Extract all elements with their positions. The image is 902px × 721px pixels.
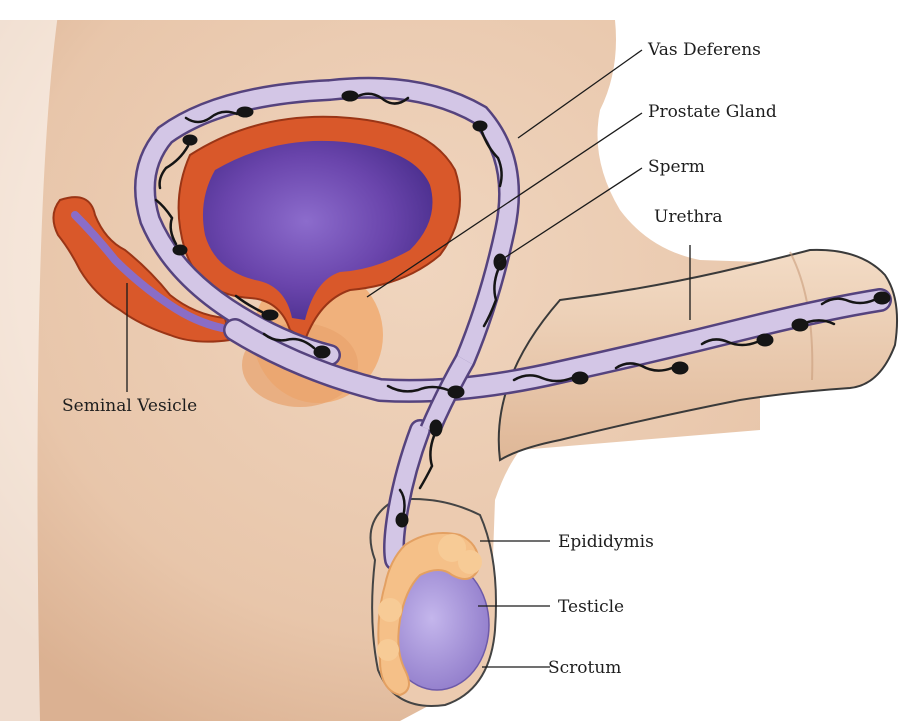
label-epididymis: Epididymis — [558, 532, 654, 552]
label-seminal-vesicle: Seminal Vesicle — [62, 396, 197, 416]
label-vas-deferens: Vas Deferens — [647, 40, 761, 60]
label-urethra: Urethra — [654, 207, 723, 227]
label-testicle: Testicle — [558, 597, 624, 617]
label-sperm: Sperm — [648, 157, 705, 177]
label-prostate-gland: Prostate Gland — [648, 102, 777, 122]
label-scrotum: Scrotum — [548, 658, 621, 678]
